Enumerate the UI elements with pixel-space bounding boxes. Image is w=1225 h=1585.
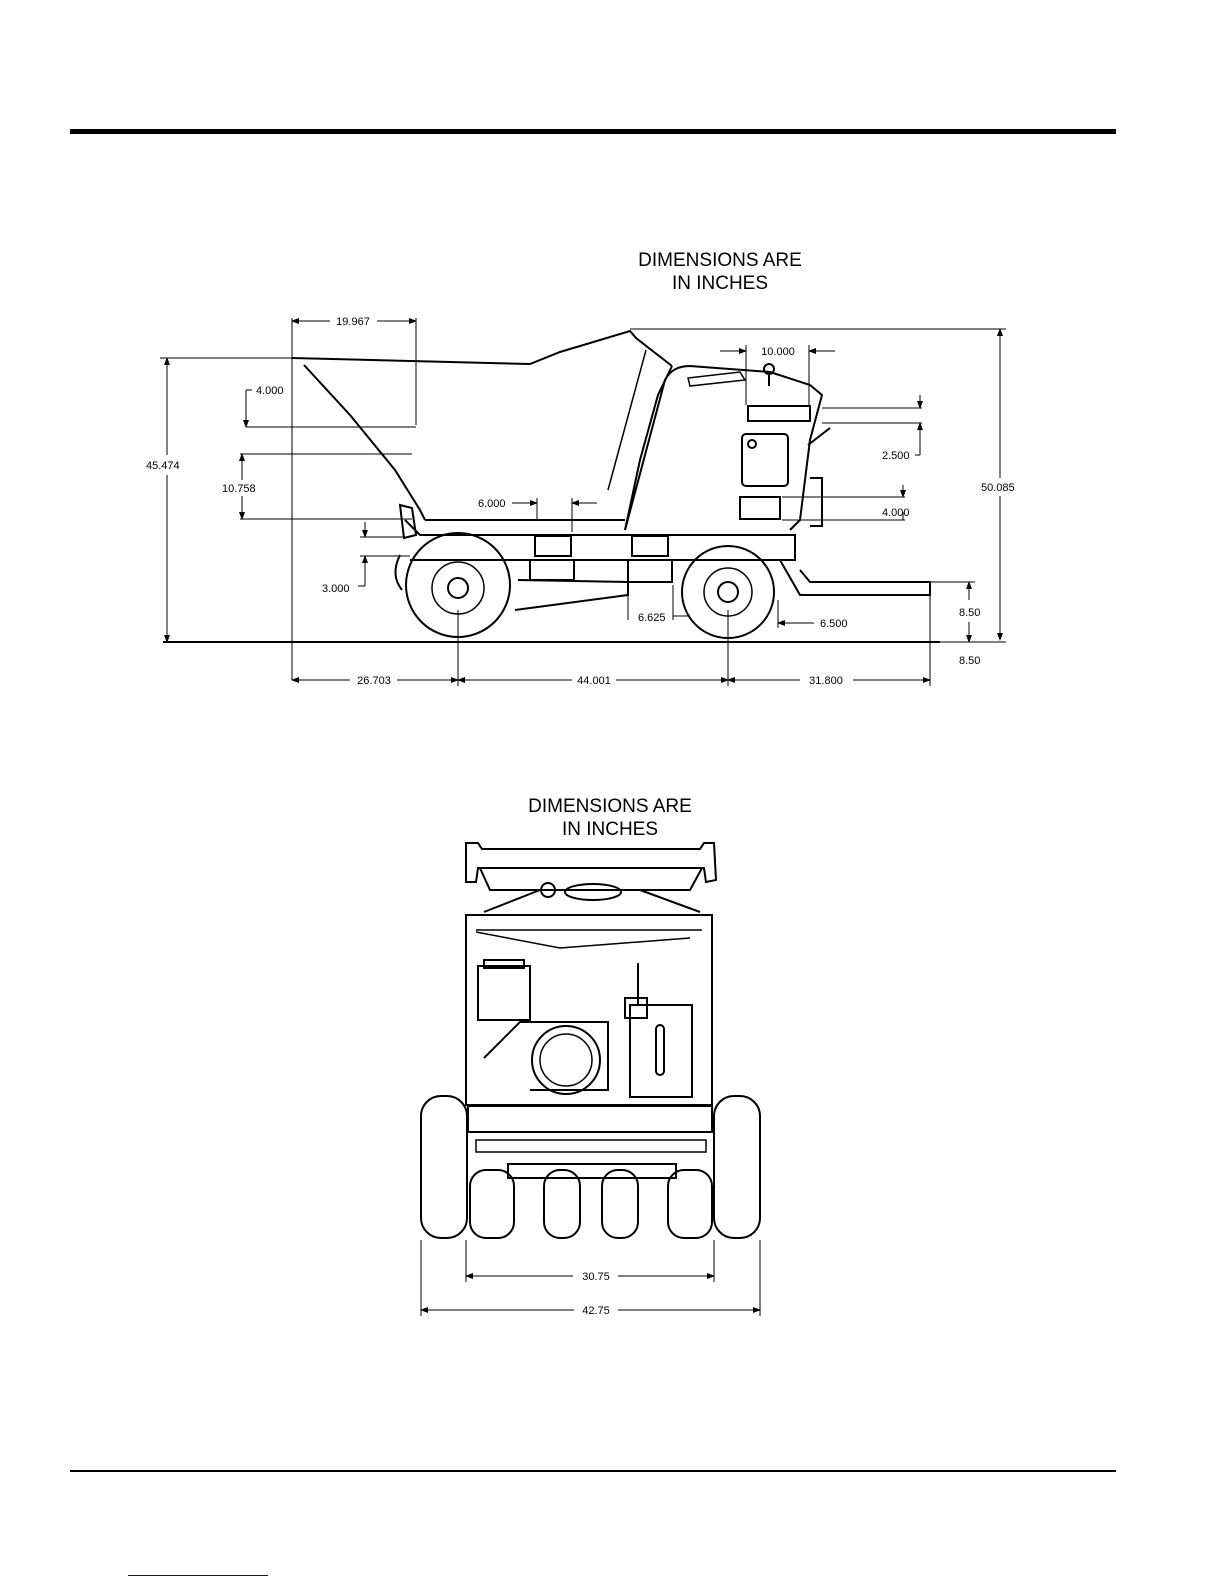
front-rim (432, 562, 484, 614)
engine-housing (625, 366, 822, 530)
left-outer-tire (421, 1096, 467, 1238)
dim-hitch-height: 8.50 (959, 607, 980, 619)
frame-box-2 (632, 536, 668, 556)
filler-neck (625, 998, 647, 1018)
front-bracket (400, 505, 416, 538)
front-view-machine (421, 843, 760, 1238)
main-frame (405, 520, 795, 560)
dim-cab-width: 10.000 (761, 346, 795, 358)
right-outer-tire (714, 1096, 760, 1238)
sight-glass (656, 1025, 664, 1075)
dim-rear-overhang: 31.800 (809, 675, 843, 687)
dim-light-height: 4.000 (882, 507, 910, 519)
front-hook (395, 555, 402, 590)
side-view-machine (163, 331, 940, 642)
front-view-title: DIMENSIONS ARE IN INCHES (500, 795, 720, 841)
lower-plate (508, 1164, 676, 1178)
front-hub (448, 578, 468, 598)
dim-total-height: 50.085 (981, 482, 1015, 494)
lower-panel (740, 497, 780, 519)
fan-inner (540, 1034, 592, 1086)
dim-wheelbase: 44.001 (577, 675, 611, 687)
hopper-rim (292, 331, 672, 366)
dim-overall-height: 45.474 (146, 460, 180, 472)
engine-block (478, 966, 530, 1020)
front-body (466, 915, 712, 1105)
body-curve (476, 932, 690, 948)
lower-frame (468, 1106, 712, 1132)
hitch-bar (780, 560, 930, 595)
frame-box-1 (535, 536, 571, 556)
dim-front-overhang: 26.703 (357, 675, 391, 687)
roller-1 (470, 1170, 514, 1238)
dim-hitch-offset: 6.500 (820, 618, 848, 630)
cross-member (476, 1140, 706, 1152)
fan-housing (532, 1026, 600, 1094)
frame-box-3 (530, 560, 574, 580)
housing-top (688, 372, 745, 386)
bottom-rule (70, 1470, 1116, 1472)
dim-axle-clearance: 3.000 (322, 583, 350, 595)
dim-outer-width: 42.75 (582, 1305, 610, 1317)
housing-panel (748, 406, 810, 421)
dim-hopper-depth: 10.758 (222, 483, 256, 495)
frame-gusset (515, 580, 628, 610)
roller-4 (668, 1170, 712, 1238)
hopper-lip (480, 868, 702, 890)
roller-3 (602, 1170, 638, 1238)
dim-frame-step: 6.000 (478, 498, 506, 510)
rear-hub (718, 582, 738, 602)
front-title-line2: IN INCHES (500, 818, 720, 841)
front-view-dimension-labels: 30.75 42.75 (582, 1271, 610, 1317)
dim-step-height: 2.500 (882, 450, 910, 462)
dim-hopper-offset: 19.967 (336, 316, 370, 328)
rear-bracket (810, 478, 822, 526)
dim-gap: 6.625 (638, 612, 666, 624)
roller-2 (544, 1170, 580, 1238)
hopper-front (304, 365, 425, 520)
dim-lip-height: 4.000 (256, 385, 284, 397)
side-view-dimension-lines (160, 318, 1006, 686)
dim-inner-width: 30.75 (582, 1271, 610, 1283)
lid-struts (484, 890, 700, 912)
frame-box-4 (628, 560, 672, 582)
hopper-cap (466, 843, 716, 882)
filler-cap (565, 884, 621, 900)
dim-hitch-height-label: 8.50 (959, 655, 980, 667)
side-view-dimension-labels: 19.967 10.000 4.000 10.758 45.474 50.085… (146, 316, 1015, 687)
door-latch-icon (748, 440, 756, 448)
rear-rim (704, 568, 752, 616)
footer-link-underline[interactable] (128, 1575, 268, 1576)
front-title-line1: DIMENSIONS ARE (500, 795, 720, 818)
